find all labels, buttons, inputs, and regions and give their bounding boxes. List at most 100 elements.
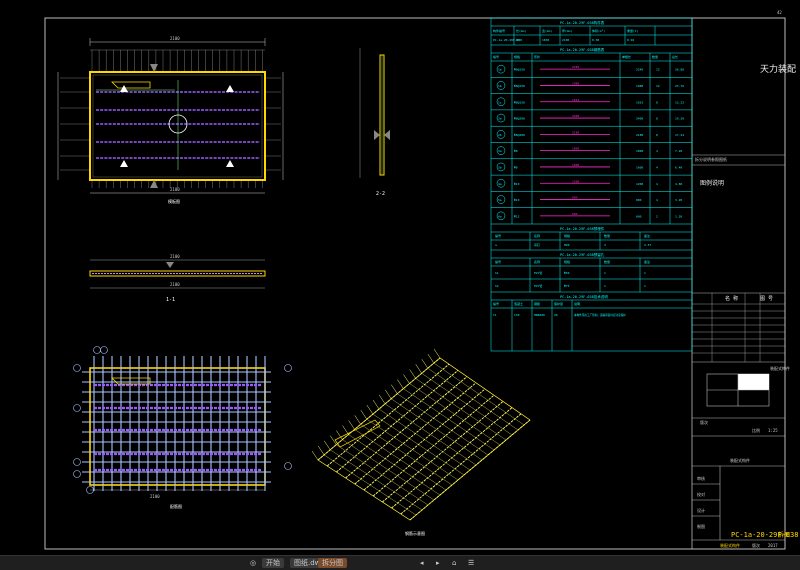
rebar-length: 2400 bbox=[636, 117, 643, 121]
rebar-length: 1980 bbox=[636, 84, 643, 88]
rebar-shape-length: 800 bbox=[572, 196, 578, 200]
taskbar-tab-start[interactable]: 开始 bbox=[262, 558, 284, 568]
plan-dim-bottom: 2100 bbox=[170, 187, 180, 192]
table-4-cell: Φ50 bbox=[564, 271, 570, 275]
taskbar-icon-5[interactable]: ☰ bbox=[468, 559, 475, 567]
rebar-count: 4 bbox=[656, 149, 658, 153]
rebar-spec: Φ8@150 bbox=[514, 84, 525, 88]
table-1-cell: 60 bbox=[516, 38, 520, 42]
rebar-count: 4 bbox=[656, 198, 658, 202]
opening-circle bbox=[168, 114, 188, 134]
table-1-header: 厚(mm) bbox=[562, 28, 572, 33]
rebar-tag-bubble bbox=[73, 458, 81, 466]
rebar-total: 6.40 bbox=[675, 165, 682, 169]
rebar-length: 2180 bbox=[636, 133, 643, 137]
rebar-total: 19.20 bbox=[675, 117, 684, 121]
rebar-shape-length: 1200 bbox=[572, 179, 579, 183]
table-4-cell: 1 bbox=[604, 284, 606, 288]
table-4-cell: PVC管 bbox=[534, 270, 542, 275]
rebar-count: 12 bbox=[656, 68, 660, 72]
table-4-cell: 1 bbox=[644, 284, 646, 288]
rebar-spec: Φ8@150 bbox=[514, 68, 525, 72]
rebar-total: 23.76 bbox=[675, 84, 684, 88]
rebar-shape-length: 1652 bbox=[572, 98, 579, 102]
section-2-2-label: 2-2 bbox=[376, 191, 385, 197]
rebar-total: 26.88 bbox=[675, 68, 684, 72]
taskbar-icon-1[interactable]: ◎ bbox=[250, 559, 257, 567]
panel-outline bbox=[89, 71, 266, 181]
rebar-spec: Φ8@200 bbox=[514, 133, 525, 137]
company-label-2: 装配式构件 bbox=[730, 457, 750, 463]
plan-dim-top: 2100 bbox=[170, 36, 180, 41]
taskbar-icon-2[interactable]: ◂ bbox=[420, 559, 424, 567]
lifting-point-marker bbox=[226, 160, 234, 167]
table-3-header: 备注 bbox=[644, 233, 650, 238]
table-3-cell: 吊钉 bbox=[534, 242, 540, 247]
rebar-length: 1600 bbox=[636, 165, 643, 169]
taskbar-tab-dwg[interactable]: 图纸.dwg bbox=[290, 558, 329, 568]
sec-dim-bottom: 2100 bbox=[170, 282, 180, 287]
table-4-cell: h2 bbox=[495, 284, 499, 288]
schedule-tables: PC-1a-20-29F-038构件表构件编号长(mm)宽(mm)厚(mm)体积… bbox=[490, 17, 693, 352]
rebar-id-bubble bbox=[496, 97, 506, 106]
rebar-id: 3a bbox=[498, 149, 502, 153]
taskbar-icon-4[interactable]: ⌂ bbox=[452, 559, 457, 567]
drawing-number: PC-1a-20-29F-038 bbox=[731, 531, 798, 539]
plan-view: 2100 2100 模板图 bbox=[57, 36, 284, 204]
rebar-id-bubble bbox=[496, 195, 506, 204]
sheet-label: 版次 bbox=[700, 419, 708, 425]
rebar-spec: Φ8@150 bbox=[514, 100, 525, 104]
table-5-header: 钢筋 bbox=[534, 301, 540, 306]
rebar-length: 1652 bbox=[636, 100, 643, 104]
draw-label: 制图 bbox=[697, 523, 705, 529]
rebar-dim: 2100 bbox=[150, 494, 160, 499]
table-5-header: 混凝土 bbox=[514, 301, 523, 306]
cad-viewport[interactable]: 天力装配 拆分说明参照图纸 图例说明 名 称 图 号 装配式构件 版次 比例 1… bbox=[0, 0, 800, 555]
table-1-cell: 0.38 bbox=[592, 38, 599, 42]
rebar-spec: Φ10 bbox=[514, 182, 520, 186]
table-1-cell: 1830 bbox=[542, 38, 549, 42]
rebar-length: 800 bbox=[636, 198, 642, 202]
rebar-id: 1c bbox=[498, 100, 502, 104]
rebar-tag-bubble bbox=[73, 364, 81, 372]
rebar-tag-bubble bbox=[73, 470, 81, 478]
rebar-tag-bubble bbox=[86, 486, 94, 494]
taskbar-icon-3[interactable]: ▸ bbox=[436, 559, 440, 567]
table-3-title: PC-1a-20-29F-038预埋件 bbox=[560, 226, 605, 231]
table-5-header: 说明 bbox=[574, 301, 580, 306]
check-label: 校对 bbox=[697, 491, 705, 497]
table-3-cell: a bbox=[495, 243, 497, 247]
table-1-cell: PC-1a-20-29F-038 bbox=[493, 38, 522, 42]
table-2-header: 单根长 bbox=[622, 54, 631, 59]
taskbar-tab-split[interactable]: 拆分图 bbox=[318, 558, 347, 568]
side-section: 2-2 bbox=[359, 48, 390, 197]
rebar-id: 1b bbox=[498, 84, 502, 88]
rebar-id: 1a bbox=[498, 68, 502, 72]
rebar-shape-length: 2180 bbox=[572, 130, 579, 134]
rebar-tag-bubble bbox=[100, 346, 108, 354]
rebar-spec: Φ12 bbox=[514, 214, 520, 218]
table-3-cell: M20 bbox=[564, 243, 570, 247]
rebar-count: 8 bbox=[656, 133, 658, 137]
lifting-point-marker bbox=[120, 160, 128, 167]
table-1-title: PC-1a-20-29F-038构件表 bbox=[560, 20, 605, 25]
sheet-border bbox=[44, 17, 786, 550]
table-2-header: 规格 bbox=[514, 54, 520, 59]
table-3-header: 规格 bbox=[564, 233, 570, 238]
rebar-tag-bubble bbox=[284, 364, 292, 372]
iso-rebar-view: 钢筋示意图 bbox=[311, 348, 531, 536]
rebar-length: 2240 bbox=[636, 68, 643, 72]
company-label: 装配式构件 bbox=[770, 365, 790, 371]
table-4-cell: h1 bbox=[495, 271, 499, 275]
rebar-spec: Φ8@200 bbox=[514, 117, 525, 121]
rebar-id-bubble bbox=[496, 113, 506, 123]
rebar-length: 600 bbox=[636, 214, 642, 218]
table-3-header: 编号 bbox=[495, 233, 501, 238]
rebar-count: 4 bbox=[656, 182, 658, 186]
table-2-header: 数量 bbox=[652, 54, 658, 59]
table-header-b: 图 号 bbox=[760, 296, 773, 302]
lifting-point-marker bbox=[226, 85, 234, 92]
table-2-header: 形状 bbox=[534, 54, 540, 59]
cad-drawing-canvas[interactable]: 天力装配 拆分说明参照图纸 图例说明 名 称 图 号 装配式构件 版次 比例 1… bbox=[0, 0, 800, 555]
table-2-header: 总长 bbox=[672, 54, 678, 59]
